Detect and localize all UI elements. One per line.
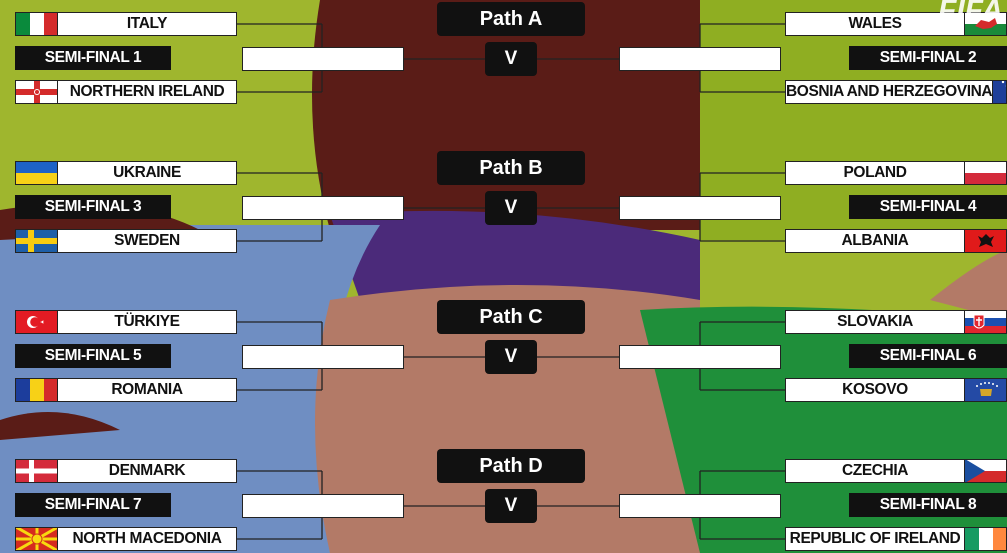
team-entry: BOSNIA AND HERZEGOVINA [785, 80, 1007, 104]
czechia-flag [964, 460, 1006, 482]
path-title: Path A [437, 2, 585, 36]
semi-final-label: SEMI-FINAL 4 [849, 195, 1007, 219]
team-name: UKRAINE [113, 164, 181, 181]
romania-flag [16, 379, 58, 401]
team-entry: KOSOVO [785, 378, 1007, 402]
winner-slot [242, 345, 404, 369]
slovakia-flag [964, 311, 1006, 333]
team-name: POLAND [843, 164, 907, 181]
semi-final-label: SEMI-FINAL 8 [849, 493, 1007, 517]
team-entry: ROMANIA [15, 378, 237, 402]
path-title: Path B [437, 151, 585, 185]
winner-slot [619, 345, 781, 369]
winner-slot [619, 47, 781, 71]
team-entry: REPUBLIC OF IRELAND [785, 527, 1007, 551]
team-name: KOSOVO [842, 381, 908, 398]
sweden-flag [16, 230, 58, 252]
team-name: BOSNIA AND HERZEGOVINA [786, 83, 993, 100]
wales-flag [964, 13, 1006, 35]
versus-label: V [485, 340, 537, 374]
team-name: ITALY [126, 15, 168, 32]
fifa-logo: FIFA [938, 0, 1003, 27]
italy-flag [16, 13, 58, 35]
team-name: NORTHERN IRELAND [69, 83, 225, 100]
kosovo-flag [964, 379, 1006, 401]
team-name: CZECHIA [841, 462, 909, 479]
team-entry: SWEDEN [15, 229, 237, 253]
team-entry: TÜRKIYE [15, 310, 237, 334]
versus-label: V [485, 489, 537, 523]
poland-flag [964, 162, 1006, 184]
versus-label: V [485, 42, 537, 76]
team-name: TÜRKIYE [114, 313, 180, 330]
northern-ireland-flag [16, 81, 58, 103]
team-entry: UKRAINE [15, 161, 237, 185]
versus-label: V [485, 191, 537, 225]
semi-final-label: SEMI-FINAL 3 [15, 195, 171, 219]
bosnia-flag [992, 81, 1006, 103]
team-entry: POLAND [785, 161, 1007, 185]
winner-slot [242, 47, 404, 71]
winner-slot [619, 196, 781, 220]
turkiye-flag [16, 311, 58, 333]
denmark-flag [16, 460, 58, 482]
semi-final-label: SEMI-FINAL 2 [849, 46, 1007, 70]
team-entry: WALES [785, 12, 1007, 36]
team-name: ALBANIA [841, 232, 909, 249]
team-name: NORTH MACEDONIA [72, 530, 222, 547]
semi-final-label: SEMI-FINAL 6 [849, 344, 1007, 368]
team-entry: CZECHIA [785, 459, 1007, 483]
semi-final-label: SEMI-FINAL 5 [15, 344, 171, 368]
path-title: Path C [437, 300, 585, 334]
team-entry: ALBANIA [785, 229, 1007, 253]
albania-flag [964, 230, 1006, 252]
ukraine-flag [16, 162, 58, 184]
team-name: DENMARK [108, 462, 186, 479]
semi-final-label: SEMI-FINAL 7 [15, 493, 171, 517]
team-entry: DENMARK [15, 459, 237, 483]
team-entry: NORTHERN IRELAND [15, 80, 237, 104]
team-name: SLOVAKIA [837, 313, 913, 330]
semi-final-label: SEMI-FINAL 1 [15, 46, 171, 70]
team-name: REPUBLIC OF IRELAND [789, 530, 961, 547]
winner-slot [242, 494, 404, 518]
winner-slot [242, 196, 404, 220]
team-name: ROMANIA [111, 381, 183, 398]
team-name: SWEDEN [114, 232, 180, 249]
team-entry: NORTH MACEDONIA [15, 527, 237, 551]
north-macedonia-flag [16, 528, 58, 550]
team-entry: ITALY [15, 12, 237, 36]
team-entry: SLOVAKIA [785, 310, 1007, 334]
winner-slot [619, 494, 781, 518]
ireland-flag [964, 528, 1006, 550]
path-title: Path D [437, 449, 585, 483]
team-name: WALES [848, 15, 902, 32]
